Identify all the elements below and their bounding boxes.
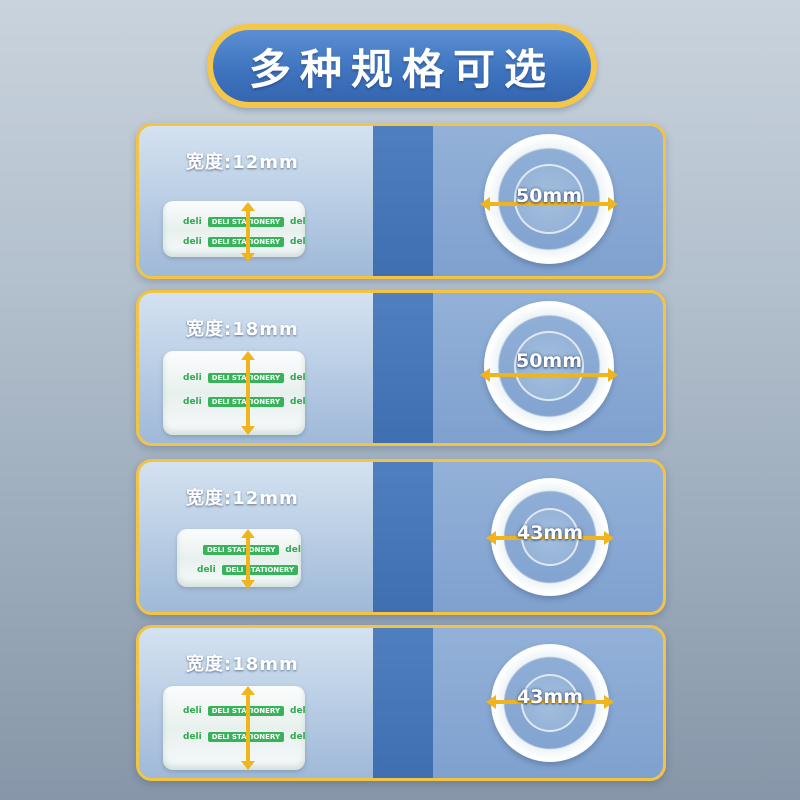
diameter-arrow-icon	[486, 531, 614, 545]
diameter-arrow-icon	[480, 197, 618, 211]
width-arrow-icon	[241, 686, 255, 770]
tape-roll-front-image	[484, 301, 614, 431]
diameter-label: 50mm	[515, 350, 583, 372]
width-arrow-icon	[241, 529, 255, 589]
ring-hole	[514, 331, 584, 401]
tape-roll-front-image	[484, 134, 614, 264]
diameter-arrow-icon	[486, 695, 614, 709]
width-label: 宽度:12mm	[186, 152, 299, 173]
diameter-arrow-icon	[480, 368, 618, 382]
ring-hole	[514, 164, 584, 234]
page-title: 多种规格可选	[248, 44, 555, 94]
divider-band	[373, 126, 433, 276]
title-banner: 多种规格可选	[207, 24, 597, 108]
diameter-label: 43mm	[516, 686, 584, 708]
divider-band	[373, 462, 433, 612]
width-arrow-icon	[241, 202, 255, 262]
diameter-label: 43mm	[516, 522, 584, 544]
divider-band	[373, 293, 433, 443]
title-banner-inner: 多种规格可选	[213, 30, 591, 102]
width-label: 宽度:18mm	[186, 319, 299, 340]
tape-print: DELI STATIONERYdeli	[177, 543, 301, 557]
width-label: 宽度:18mm	[186, 654, 299, 675]
divider-band	[373, 628, 433, 778]
width-label: 宽度:12mm	[186, 488, 299, 509]
width-arrow-icon	[241, 351, 255, 435]
diameter-label: 50mm	[515, 185, 583, 207]
